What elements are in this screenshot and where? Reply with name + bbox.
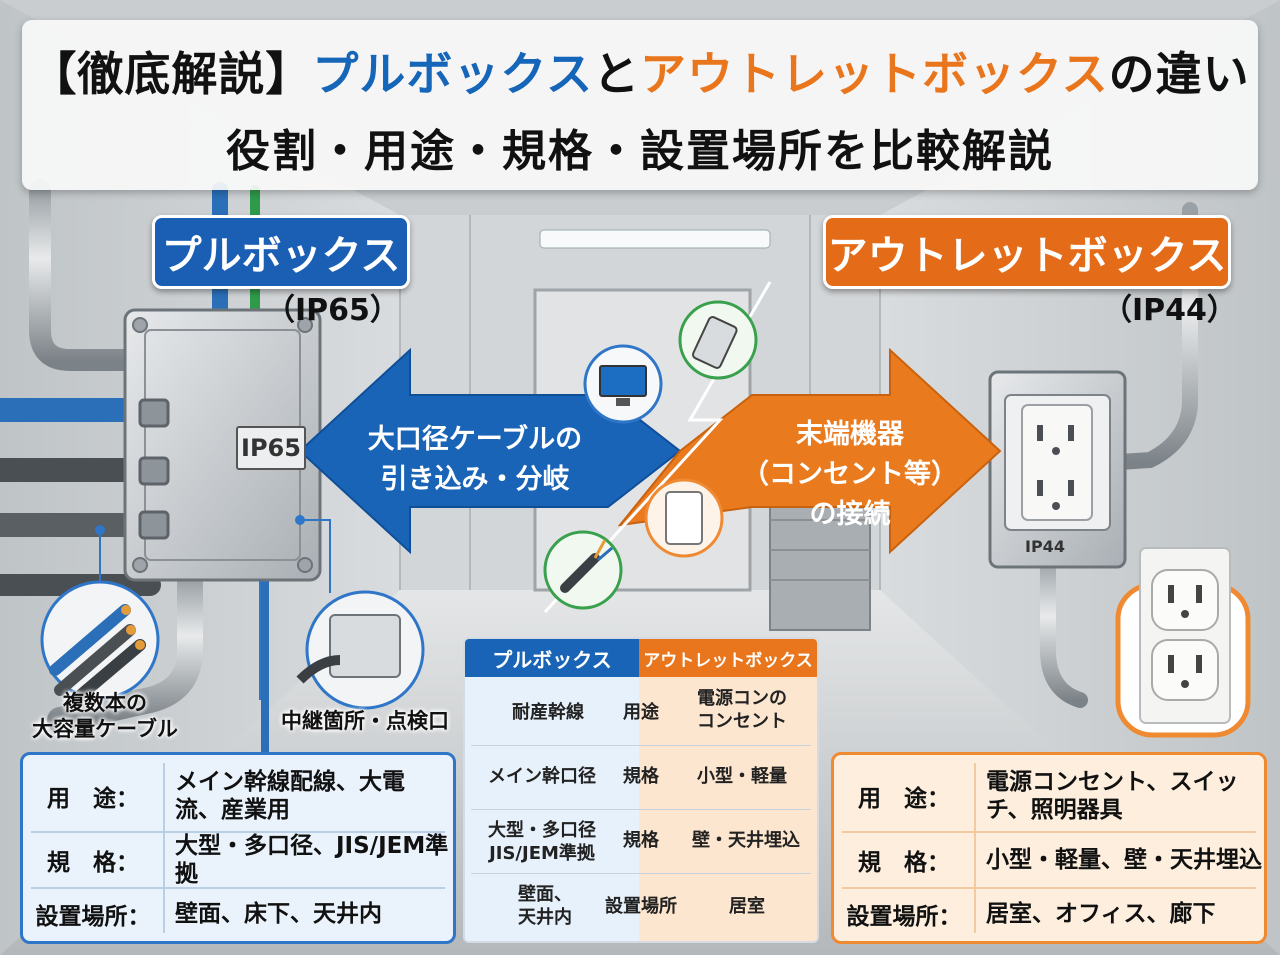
outlet-box-stencil: IP44 xyxy=(1025,537,1065,556)
title-panel xyxy=(22,20,1258,190)
pull-usage-key: 用 途： xyxy=(47,786,139,812)
pull-spec-row: 規 格： 大型・多口径、JIS/JEM準拠 xyxy=(23,833,453,887)
monitor-icon xyxy=(585,346,661,422)
table-row3-right: 壁・天井埋込 xyxy=(692,830,800,851)
table-row3-mid: 規格 xyxy=(623,830,659,851)
table-row4-right: 居室 xyxy=(729,896,765,917)
table-row1-mid: 用途 xyxy=(623,702,659,723)
outlet-icon xyxy=(646,480,722,556)
outlet-usage-value: 電源コンセント、スイッチ、照明器具 xyxy=(986,769,1239,823)
cable-callout-line2: 大容量ケーブル xyxy=(32,717,178,741)
title-to: と xyxy=(593,47,640,101)
table-row3-left: 大型・多口径 JIS/JEM準拠 xyxy=(488,820,596,864)
table-row2-mid: 規格 xyxy=(623,766,659,787)
table-header-pull: プルボックス xyxy=(465,639,639,677)
outlet-spec-key: 規 格： xyxy=(858,850,950,876)
outlet-box-ip-rating: （IP44） xyxy=(1102,293,1237,328)
outlet-arrow-line2: （コンセント等） xyxy=(742,459,958,490)
pull-arrow-line2: 引き込み・分岐 xyxy=(380,464,570,495)
access-callout: 中継箇所・点検口 xyxy=(281,709,449,733)
pull-box-ip-rating: （IP65） xyxy=(265,293,400,328)
outlet-location-key: 設置場所： xyxy=(846,904,962,930)
outlet-usage-key: 用 途： xyxy=(858,786,950,812)
table-row4-mid: 設置場所 xyxy=(605,896,677,917)
pull-arrow-text: 大口径ケーブルの 引き込み・分岐 xyxy=(350,420,600,500)
pull-box-label: プルボックス xyxy=(152,215,410,289)
cable-callout-line1: 複数本の xyxy=(63,691,147,715)
comparison-table: プルボックス アウトレットボックス 耐産幹線 用途 電源コンの コンセント メイ… xyxy=(463,637,819,943)
title-suffix: の違い xyxy=(1108,47,1250,101)
pull-location-value: 壁面、床下、天井内 xyxy=(175,901,382,927)
page-title: 【徹底解説】プルボックスとアウトレットボックスの違い xyxy=(0,38,1280,104)
outlet-spec-row: 規 格： 小型・軽量、壁・天井埋込 xyxy=(834,835,1264,885)
table-row2-left: メイン幹口径 xyxy=(488,766,596,787)
outlet-arrow-line3: の接続 xyxy=(809,499,891,530)
outlet-box-info-panel: 用 途： 電源コンセント、スイッチ、照明器具 規 格： 小型・軽量、壁・天井埋込… xyxy=(831,752,1267,944)
table-row2-right: 小型・軽量 xyxy=(697,766,787,787)
pull-spec-key: 規 格： xyxy=(47,850,139,876)
table-row1-left: 耐産幹線 xyxy=(512,702,584,723)
outlet-arrow-text: 末端機器 （コンセント等） の接続 xyxy=(740,415,960,535)
table-row4-left: 壁面、 天井内 xyxy=(518,884,572,928)
cable-icon xyxy=(545,532,621,608)
title-bracket: 【徹底解説】 xyxy=(30,47,313,101)
pull-spec-value: 大型・多口径、JIS/JEM準拠 xyxy=(175,833,449,887)
pull-usage-value: メイン幹線配線、大電流、産業用 xyxy=(175,769,405,823)
page-subtitle: 役割・用途・規格・設置場所を比較解説 xyxy=(226,126,1054,177)
outlet-location-value: 居室、オフィス、廊下 xyxy=(986,901,1216,927)
title-pull-box: プルボックス xyxy=(312,47,593,101)
pull-location-row: 設置場所： 壁面、床下、天井内 xyxy=(23,889,453,939)
pull-usage-row: 用 途： メイン幹線配線、大電流、産業用 xyxy=(23,763,453,829)
table-row1-right: 電源コンの コンセント xyxy=(697,688,787,732)
title-outlet-box: アウトレットボックス xyxy=(640,47,1109,101)
outlet-spec-value: 小型・軽量、壁・天井埋込 xyxy=(986,847,1262,873)
pull-box-stencil: IP65 xyxy=(236,426,306,470)
pull-arrow-line1: 大口径ケーブルの xyxy=(367,424,583,455)
pull-box-info-panel: 用 途： メイン幹線配線、大電流、産業用 規 格： 大型・多口径、JIS/JEM… xyxy=(20,752,456,944)
pull-location-key: 設置場所： xyxy=(35,904,151,930)
table-header-outlet: アウトレットボックス xyxy=(639,639,817,677)
outlet-usage-row: 用 途： 電源コンセント、スイッチ、照明器具 xyxy=(834,763,1264,829)
power-strip-icon xyxy=(680,302,756,378)
outlet-arrow-line1: 末端機器 xyxy=(796,419,904,450)
cable-callout: 複数本の 大容量ケーブル xyxy=(10,690,200,742)
outlet-box-label: アウトレットボックス xyxy=(823,215,1231,289)
outlet-location-row: 設置場所： 居室、オフィス、廊下 xyxy=(834,889,1264,939)
